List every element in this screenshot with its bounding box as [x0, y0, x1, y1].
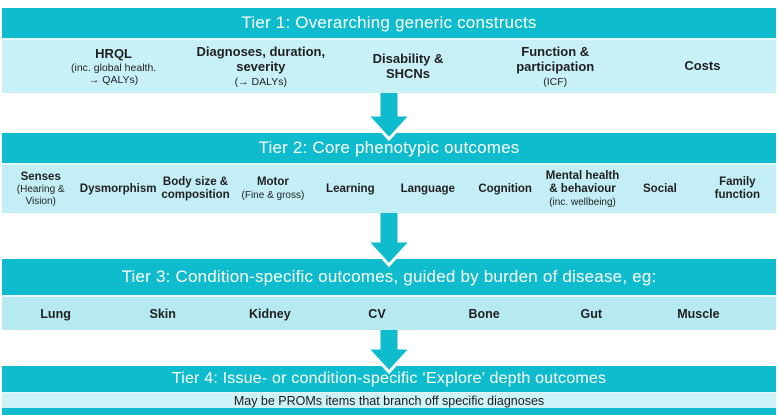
item-sub: (ICF): [543, 75, 568, 88]
item-label: Muscle: [677, 306, 720, 321]
tier4-note: May be PROMs items that branch off speci…: [233, 393, 545, 408]
gap-tier2-tier3: [0, 213, 778, 267]
tier1-item-hrql: HRQL (inc. global health. → QALYs): [2, 40, 187, 93]
item-label: Gut: [580, 306, 603, 321]
item-label: Mental health & behaviour: [545, 169, 620, 195]
top-margin: [0, 0, 778, 8]
item-label: Kidney: [249, 306, 291, 321]
item-label: Disability & SHCNs: [372, 50, 444, 81]
item-label: Costs: [684, 58, 721, 74]
tier3-items-row: Lung Skin Kidney CV Bone Gut Muscle: [2, 295, 776, 330]
tier2-item-family-function: Family function: [699, 165, 776, 213]
item-sub: (inc. global health. → QALYs): [70, 62, 157, 87]
item-label: Body size & composition: [161, 176, 230, 201]
item-label: Skin: [149, 306, 176, 321]
tier4-header-bar: Tier 4: Issue- or condition-specific ‘Ex…: [2, 366, 776, 392]
down-arrow-icon: [363, 213, 415, 267]
tier2-items-row: Senses (Hearing & Vision) Dysmorphism Bo…: [2, 163, 776, 213]
tier4-header-title: Tier 4: Issue- or condition-specific ‘Ex…: [171, 370, 607, 387]
tier1-item-disability: Disability & SHCNs: [334, 40, 481, 93]
tier1-item-function: Function & participation (ICF): [482, 40, 629, 93]
tier3-item-muscle: Muscle: [645, 297, 752, 330]
tier2-item-dysmorphism: Dysmorphism: [79, 165, 157, 213]
item-label: Family function: [714, 176, 761, 201]
tier4-note-band: May be PROMs items that branch off speci…: [2, 392, 776, 408]
item-label: Function & participation: [516, 44, 595, 74]
tier2-item-senses: Senses (Hearing & Vision): [2, 165, 79, 213]
item-label: Senses: [20, 170, 61, 183]
item-label: Lung: [40, 306, 71, 321]
tier2-item-social: Social: [621, 165, 698, 213]
tier3-header-title: Tier 3: Condition-specific outcomes, gui…: [121, 267, 657, 286]
item-sub: (Hearing & Vision): [16, 184, 65, 207]
item-label: HRQL: [95, 45, 133, 61]
bottom-bar: [2, 408, 776, 415]
tier2-item-learning: Learning: [312, 165, 389, 213]
gap-tier3-tier4: [0, 330, 778, 374]
tier3-item-skin: Skin: [109, 297, 216, 330]
tier3-item-cv: CV: [323, 297, 430, 330]
item-label: Motor: [256, 176, 289, 189]
tier2-item-language: Language: [389, 165, 466, 213]
gap-tier1-tier2: [0, 93, 778, 141]
item-label: Language: [400, 182, 455, 195]
tier1-header-title: Tier 1: Overarching generic constructs: [241, 13, 537, 32]
down-arrow-icon: [363, 93, 415, 141]
tier2-item-body-size: Body size & composition: [157, 165, 234, 213]
item-label: Cognition: [478, 182, 532, 195]
tier3-item-gut: Gut: [538, 297, 645, 330]
tier1-items-row: HRQL (inc. global health. → QALYs) Diagn…: [2, 38, 776, 93]
item-label: CV: [368, 306, 386, 321]
item-label: Bone: [468, 306, 500, 321]
item-label: Social: [643, 182, 677, 195]
item-sub: (Fine & gross): [241, 190, 305, 202]
item-label: Diagnoses, duration, severity: [196, 44, 326, 74]
item-sub: (→ DALYs): [234, 75, 287, 88]
tier2-item-mental-health: Mental health & behaviour (inc. wellbein…: [544, 165, 621, 213]
tier1-item-costs: Costs: [629, 40, 776, 93]
tier3-item-kidney: Kidney: [216, 297, 323, 330]
tier2-item-cognition: Cognition: [466, 165, 543, 213]
down-arrow-icon: [363, 330, 415, 374]
tier1-item-diagnoses: Diagnoses, duration, severity (→ DALYs): [187, 40, 334, 93]
tier3-item-lung: Lung: [2, 297, 109, 330]
item-label: Learning: [326, 182, 375, 195]
item-label: Dysmorphism: [79, 182, 157, 195]
tier3-item-bone: Bone: [431, 297, 538, 330]
tier2-header-title: Tier 2: Core phenotypic outcomes: [258, 138, 520, 157]
tier1-header-bar: Tier 1: Overarching generic constructs: [2, 8, 776, 38]
item-sub: (inc. wellbeing): [549, 196, 616, 208]
tier2-item-motor: Motor (Fine & gross): [234, 165, 311, 213]
